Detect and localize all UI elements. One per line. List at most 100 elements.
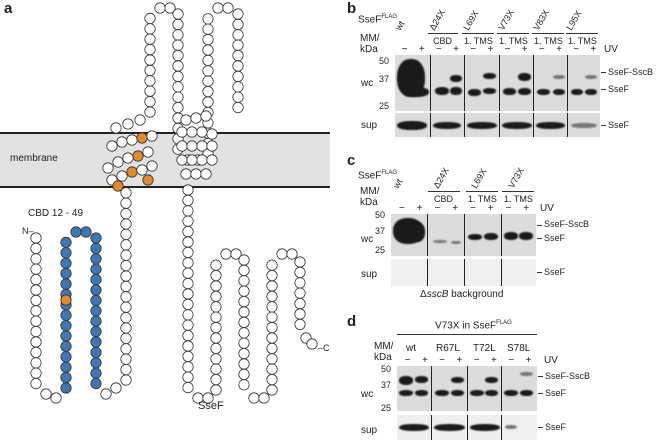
panel-b-band-tick — [601, 89, 606, 90]
residue-circle — [238, 306, 250, 318]
panel-d-sample-r67l: R67L — [436, 343, 460, 354]
band — [520, 372, 533, 376]
panel-b-uv-signs: −+ −+ −+ −+ −+ −+ — [396, 44, 602, 55]
residue-circle — [126, 166, 138, 178]
residue-circle — [180, 168, 192, 180]
residue-circle — [180, 114, 192, 126]
residue-circle — [90, 336, 102, 348]
residue-circle — [90, 377, 102, 390]
residue-circle — [144, 33, 156, 45]
residue-circle — [276, 248, 288, 260]
residue-circle — [164, 2, 176, 14]
residue-circle — [40, 388, 52, 400]
residue-circle — [202, 33, 214, 46]
panel-c-sample-l69x: L69X — [469, 166, 489, 190]
panel-c-letter: c — [347, 152, 356, 169]
uv-sign: − — [473, 355, 480, 366]
panel-c-band-label-ssef: SseF — [544, 233, 566, 243]
residue-circle — [30, 294, 42, 306]
lane-separator — [431, 366, 432, 411]
residue-circle — [120, 374, 132, 386]
residue-circle — [60, 294, 72, 306]
residue-circle — [202, 392, 214, 404]
residue-circle — [238, 275, 250, 287]
residue-circle — [120, 259, 132, 272]
band — [485, 377, 498, 383]
uv-sign: − — [504, 44, 511, 55]
residue-circle — [232, 39, 244, 51]
residue-circle — [120, 218, 132, 230]
panel-b-band-label-complex: SseF-SscB — [608, 67, 654, 77]
uv-sign: − — [404, 355, 411, 366]
panel-c-marker-50: 50 — [375, 210, 386, 220]
panel-b-bracket-label-cbd: CBD — [433, 36, 453, 46]
band — [468, 89, 481, 96]
uv-sign: + — [452, 203, 459, 214]
lane-separator — [467, 366, 468, 411]
residue-circle — [30, 325, 42, 338]
lane-separator — [533, 113, 534, 137]
band — [502, 122, 532, 129]
residue-circle — [90, 263, 102, 275]
uv-sign: + — [521, 44, 528, 55]
residue-circle — [90, 346, 102, 358]
lane-separator — [567, 113, 568, 137]
residue-circle — [144, 43, 156, 56]
residue-circle — [182, 371, 194, 383]
residue-circle — [122, 118, 134, 130]
residue-circle — [258, 392, 270, 404]
panel-b-marker-25: 25 — [379, 101, 390, 111]
panel-b-bracket-2 — [497, 33, 529, 34]
panel-c-sample-d24x: Δ24X — [431, 165, 452, 190]
residue-circle — [294, 256, 306, 268]
band — [470, 424, 500, 431]
band — [504, 390, 518, 396]
residue-circle — [120, 353, 132, 365]
band — [571, 89, 583, 95]
lane-separator — [427, 214, 428, 256]
uv-sign: − — [508, 355, 515, 366]
panel-c-mm-label: MM/ kDa — [360, 186, 380, 208]
panel-b-marker-37: 37 — [379, 74, 390, 84]
residue-circle — [202, 96, 214, 108]
residue-circle — [306, 338, 318, 350]
residue-circle — [172, 49, 184, 62]
lane-separator — [567, 55, 568, 111]
residue-circle — [182, 246, 194, 258]
residue-circle — [80, 226, 92, 238]
panel-d-title-tag: FLAG — [496, 320, 512, 326]
panel-c-row-wc: wc — [361, 234, 374, 245]
residue-circle — [238, 347, 250, 360]
panel-d-marker-37: 37 — [381, 380, 392, 390]
residue-circle — [202, 13, 214, 25]
panel-d-sup-blot — [397, 415, 537, 440]
residue-circle — [30, 253, 42, 265]
band — [399, 376, 413, 385]
residue-circle — [120, 228, 132, 240]
residue-circle — [30, 263, 42, 275]
residue-circle — [210, 259, 222, 271]
residue-circle — [232, 102, 244, 114]
residue-circle — [182, 350, 194, 362]
residue-circle — [100, 388, 112, 400]
band — [571, 123, 597, 128]
lane-separator — [533, 55, 534, 111]
panel-a-letter: a — [4, 0, 13, 17]
residue-circle — [196, 140, 208, 152]
panel-d-band-tick — [538, 376, 543, 377]
panel-d-uv-label: UV — [544, 355, 558, 366]
band — [397, 121, 427, 130]
residue-circle — [196, 154, 208, 166]
residue-circle — [190, 168, 202, 180]
residue-circle — [210, 384, 222, 396]
panel-b-mm-label: MM/ kDa — [360, 33, 380, 55]
residue-circle — [238, 316, 250, 328]
lane-separator — [431, 415, 432, 440]
uv-sign: + — [418, 44, 425, 55]
panel-c-marker-25: 25 — [375, 245, 386, 255]
residue-circle — [90, 284, 102, 296]
panel-b-band-label-sup: SseF — [608, 120, 630, 130]
residue-circle — [206, 128, 218, 140]
residue-circle — [120, 208, 132, 220]
residue-circle — [210, 363, 222, 375]
